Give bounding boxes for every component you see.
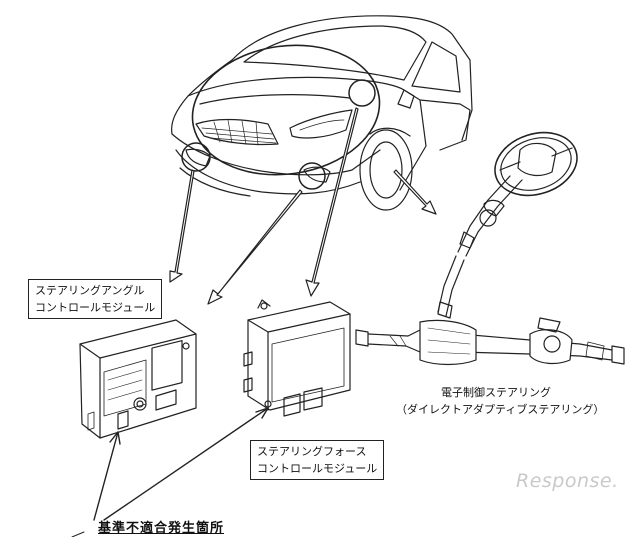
sensor-circle-right <box>348 79 376 107</box>
arrow-defect-to-angle-module <box>93 431 119 521</box>
arrow-to-force-module <box>305 107 359 297</box>
steering-force-module-illustration <box>243 299 351 417</box>
steering-angle-module-illustration <box>79 319 197 439</box>
steering-system-illustration <box>355 131 625 366</box>
steering-force-module-label: ステアリングフォース コントロールモジュール <box>250 440 385 480</box>
steering-force-module-label-line-2: コントロールモジュール <box>257 462 378 475</box>
arrow-center-to-angle-module <box>207 189 303 305</box>
electronic-steering-label-line-2: （ダイレクトアダプティブステアリング） <box>396 403 605 416</box>
response-watermark: Response. <box>516 470 619 492</box>
steering-angle-module-label-line-1: ステアリングアングル <box>35 284 145 297</box>
arrow-wheel-to-steering <box>393 169 437 215</box>
defect-location-label: 基準不適合発生箇所 <box>98 521 225 536</box>
front-area-highlight-ellipse <box>191 44 381 176</box>
arrow-left-to-angle-module <box>169 169 195 283</box>
callout-arrows <box>169 107 437 305</box>
steering-angle-module-label: ステアリングアングル コントロールモジュール <box>28 279 163 319</box>
sensor-circle-left <box>181 142 211 172</box>
defect-pointer-arrows <box>71 407 269 537</box>
electronic-steering-label-line-1: 電子制御ステアリング <box>441 386 551 399</box>
steering-angle-module-label-line-2: コントロールモジュール <box>35 301 156 314</box>
sensor-circle-center <box>298 162 326 190</box>
electronic-steering-label: 電子制御ステアリング （ダイレクトアダプティブステアリング） <box>396 384 605 418</box>
car-illustration <box>171 15 473 211</box>
arrow-defect-to-force-module <box>103 407 269 521</box>
steering-force-module-label-line-1: ステアリングフォース <box>257 445 367 458</box>
